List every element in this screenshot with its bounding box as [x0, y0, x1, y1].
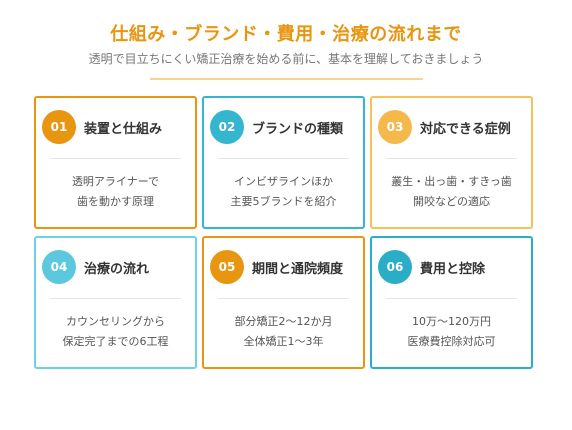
description-line: 医療費控除対応可	[407, 335, 496, 348]
topic-card-cases[interactable]: 03 対応できる症例 叢生・出っ歯・すきっ歯 開咬などの適応	[370, 96, 533, 229]
card-divider	[218, 158, 349, 159]
description-line: 透明アライナーで	[71, 175, 160, 188]
card-title: 装置と仕組み	[84, 122, 163, 137]
card-title: 期間と通院頻度	[252, 262, 344, 277]
topic-card-cost[interactable]: 06 費用と控除 10万〜120万円 医療費控除対応可	[370, 236, 533, 369]
topic-card-mechanism[interactable]: 01 装置と仕組み 透明アライナーで 歯を動かす原理	[34, 96, 197, 229]
description-line: 10万〜120万円	[412, 315, 491, 328]
card-description: 透明アライナーで 歯を動かす原理	[36, 172, 195, 212]
description-line: 開咬などの適応	[413, 195, 490, 208]
description-line: カウンセリングから	[66, 315, 165, 328]
description-line: 保定完了までの6工程	[62, 335, 169, 348]
card-description: インビザラインほか 主要5ブランドを紹介	[204, 172, 363, 212]
topic-card-flow[interactable]: 04 治療の流れ カウンセリングから 保定完了までの6工程	[34, 236, 197, 369]
description-line: インビザラインほか	[234, 175, 333, 188]
number-badge: 01	[42, 110, 76, 144]
description-line: 叢生・出っ歯・すきっ歯	[391, 175, 512, 188]
number-badge: 05	[210, 250, 244, 284]
card-description: 10万〜120万円 医療費控除対応可	[372, 312, 531, 352]
card-divider	[386, 158, 517, 159]
topic-card-brands[interactable]: 02 ブランドの種類 インビザラインほか 主要5ブランドを紹介	[202, 96, 365, 229]
number-badge: 02	[210, 110, 244, 144]
description-line: 全体矯正1〜3年	[243, 335, 324, 348]
number-badge: 06	[378, 250, 412, 284]
card-description: カウンセリングから 保定完了までの6工程	[36, 312, 195, 352]
topic-grid: 01 装置と仕組み 透明アライナーで 歯を動かす原理 02 ブランドの種類 イン…	[34, 96, 538, 373]
description-line: 歯を動かす原理	[77, 195, 154, 208]
card-divider	[386, 298, 517, 299]
card-description: 叢生・出っ歯・すきっ歯 開咬などの適応	[372, 172, 531, 212]
card-divider	[50, 158, 181, 159]
description-line: 部分矯正2〜12か月	[234, 315, 333, 328]
description-line: 主要5ブランドを紹介	[230, 195, 337, 208]
page-title: 仕組み・ブランド・費用・治療の流れまで	[110, 24, 462, 45]
number-badge: 04	[42, 250, 76, 284]
card-title: 費用と控除	[420, 262, 486, 277]
card-description: 部分矯正2〜12か月 全体矯正1〜3年	[204, 312, 363, 352]
card-title: 対応できる症例	[420, 122, 511, 137]
number-badge: 03	[378, 110, 412, 144]
page-subtitle: 透明で目立ちにくい矯正治療を始める前に、基本を理解しておきましょう	[88, 52, 484, 66]
card-divider	[218, 298, 349, 299]
card-title: ブランドの種類	[252, 122, 344, 137]
card-title: 治療の流れ	[84, 262, 150, 277]
title-divider	[150, 78, 423, 80]
topic-card-duration[interactable]: 05 期間と通院頻度 部分矯正2〜12か月 全体矯正1〜3年	[202, 236, 365, 369]
card-divider	[50, 298, 181, 299]
